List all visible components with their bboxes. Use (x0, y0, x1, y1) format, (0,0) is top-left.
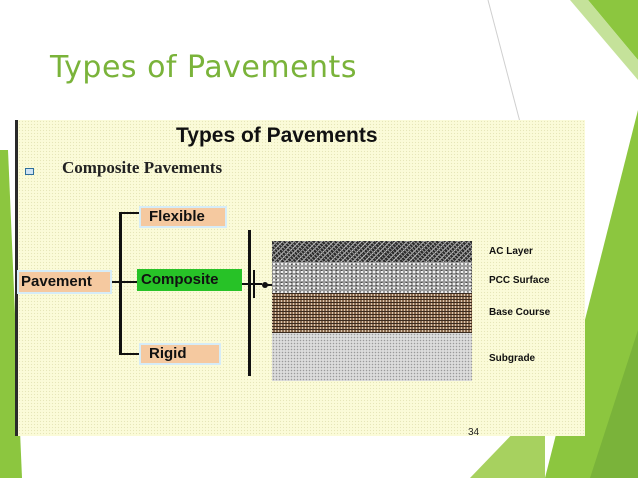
connector-composite (121, 281, 137, 283)
base-course-label: Base Course (489, 307, 551, 318)
image-title: Types of Pavements (176, 124, 378, 147)
image-border (15, 120, 18, 436)
bullet-icon (25, 168, 34, 175)
pcc-surface-swatch (272, 262, 472, 293)
top-right-accent-light (570, 0, 638, 80)
connector-rigid (119, 353, 139, 355)
pavement-box: Pavement (17, 270, 112, 294)
rigid-box: Rigid (139, 343, 221, 365)
connector-layers (242, 283, 262, 285)
pcc-surface-label: PCC Surface (489, 275, 550, 286)
right-accent-dark (590, 330, 638, 478)
subgrade-swatch (272, 333, 472, 381)
ac-layer-swatch (272, 241, 472, 262)
connector-to-layers (266, 284, 274, 286)
composite-box: Composite (137, 269, 242, 291)
subheading: Composite Pavements (62, 158, 223, 177)
connector-vertical (119, 212, 122, 355)
bracket-vertical-right (253, 270, 255, 298)
decor-line (487, 0, 521, 123)
slide-title: Types of Pavements (50, 50, 357, 85)
ac-layer-label: AC Layer (489, 246, 533, 257)
page-number: 34 (468, 427, 480, 438)
bracket-vertical (248, 230, 251, 376)
subgrade-label: Subgrade (489, 353, 536, 364)
connector-dot (262, 282, 268, 288)
base-course-swatch (272, 293, 472, 333)
flexible-box: Flexible (139, 206, 227, 228)
connector-flexible (119, 212, 139, 214)
connector-root (112, 281, 121, 283)
